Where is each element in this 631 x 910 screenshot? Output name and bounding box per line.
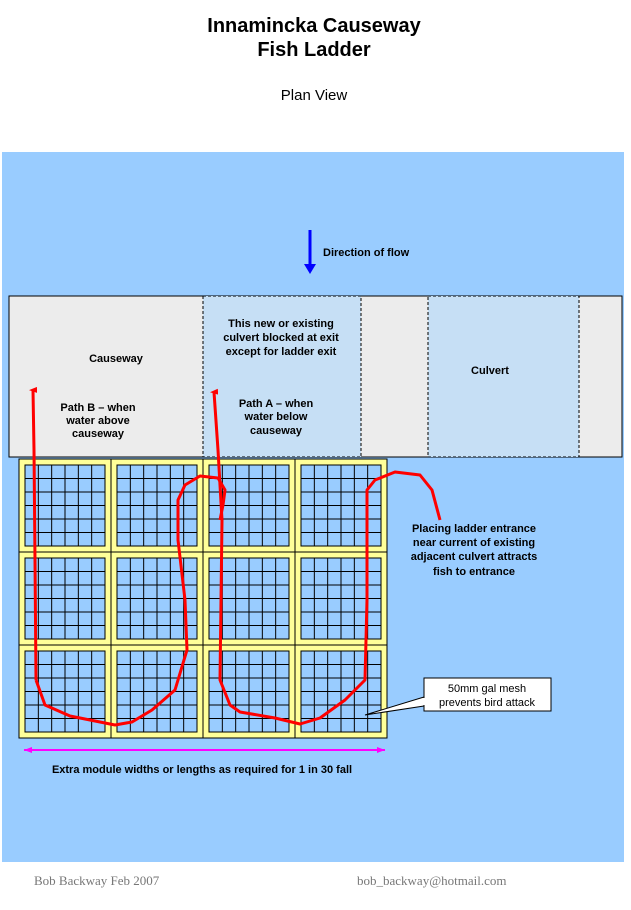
path-b-label: Path B – when water above causeway [60, 402, 135, 440]
flow-arrowhead-icon [304, 264, 316, 274]
causeway-label: Causeway [89, 353, 144, 365]
entrance-note: Placing ladder entrance near current of … [411, 523, 538, 578]
culvert-note-line: This new or existing [228, 318, 334, 330]
culvert-label: Culvert [471, 365, 509, 377]
mesh-note-line: 50mm gal mesh [448, 683, 526, 695]
entrance-note-line: Placing ladder entrance [412, 523, 536, 535]
path-a-line: Path A – when [239, 398, 314, 410]
ladder-module [18, 644, 112, 739]
ladder-module [202, 458, 296, 553]
ladder-module [110, 551, 204, 646]
subtitle: Plan View [281, 87, 348, 104]
footer-email: bob_backway@hotmail.com [357, 873, 507, 888]
path-a-line: water below [244, 411, 308, 423]
mesh-callout [423, 677, 552, 712]
ladder-module [110, 458, 204, 553]
ladder-module [18, 551, 112, 646]
blocked-culvert [202, 295, 362, 458]
entrance-note-line: adjacent culvert attracts [411, 551, 538, 563]
title-line1: Innamincka Causeway [207, 15, 421, 37]
entrance-note-line: fish to entrance [433, 566, 515, 578]
title-line2: Fish Ladder [257, 39, 371, 61]
path-b-line: Path B – when [60, 402, 135, 414]
path-a-label: Path A – when water below causeway [239, 398, 314, 437]
path-b-arrow-icon [29, 386, 38, 681]
path-b-line: water above [65, 415, 130, 427]
mesh-callout-pointer [364, 696, 425, 716]
ladder-module [202, 644, 296, 739]
path-a [210, 388, 442, 726]
module-note: Extra module widths or lengths as requir… [52, 764, 352, 776]
culvert-note: This new or existing culvert blocked at … [223, 318, 339, 358]
ladder-module [294, 551, 388, 646]
path-b-line: causeway [72, 428, 125, 440]
culvert-note-line: culvert blocked at exit [223, 332, 339, 344]
ladder-module [294, 458, 388, 553]
path-a-line: causeway [250, 425, 303, 437]
ladder-module [294, 644, 388, 739]
culvert-note-line: except for ladder exit [226, 346, 337, 358]
ladder-modules [18, 458, 388, 739]
entrance-note-line: near current of existing [413, 537, 535, 549]
ladder-module [202, 551, 296, 646]
mesh-note-line: prevents bird attack [439, 697, 535, 709]
culvert [427, 295, 580, 458]
flow-label: Direction of flow [323, 247, 410, 259]
footer-author: Bob Backway Feb 2007 [34, 873, 160, 888]
